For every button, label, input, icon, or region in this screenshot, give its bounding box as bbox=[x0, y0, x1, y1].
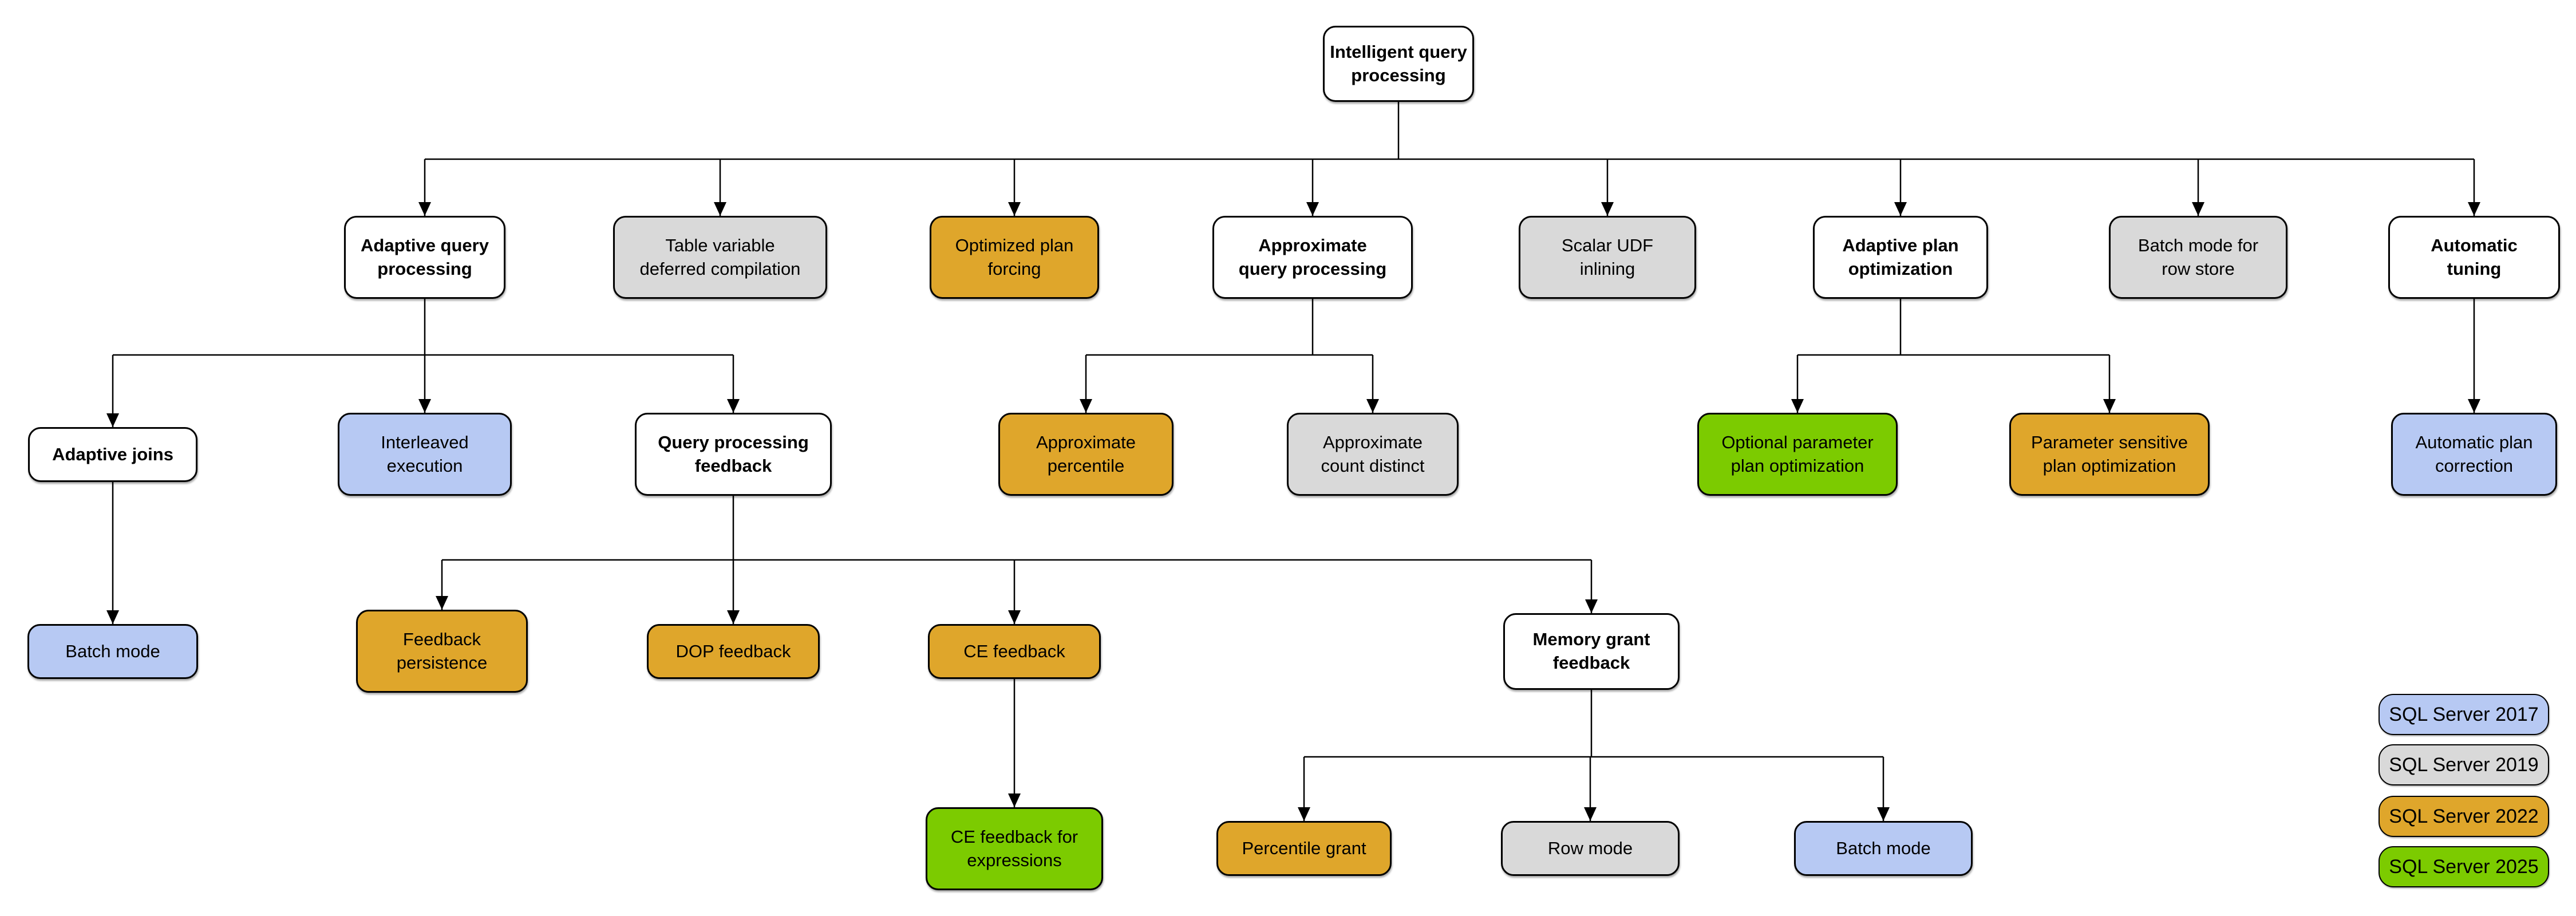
node-adaptive-joins: Adaptive joins bbox=[28, 427, 197, 482]
arrowhead-icon bbox=[418, 399, 431, 413]
arrowhead-icon bbox=[418, 202, 431, 216]
arrowhead-icon bbox=[1894, 202, 1907, 216]
arrowhead-icon bbox=[2468, 202, 2480, 216]
arrowhead-icon bbox=[1008, 610, 1021, 624]
arrowhead-icon bbox=[1584, 807, 1597, 821]
arrowhead-icon bbox=[2103, 399, 2116, 413]
arrowhead-icon bbox=[714, 202, 726, 216]
arrowhead-icon bbox=[1008, 793, 1021, 807]
arrowhead-icon bbox=[1298, 807, 1310, 821]
node-parameter-sensitive-plan-optimization: Parameter sensitive plan optimization bbox=[2009, 413, 2210, 496]
node-adaptive-plan-optimization: Adaptive plan optimization bbox=[1813, 216, 1988, 299]
node-ce-feedback-for-expressions: CE feedback for expressions bbox=[926, 807, 1103, 890]
arrowhead-icon bbox=[2192, 202, 2204, 216]
node-approximate-count-distinct: Approximate count distinct bbox=[1287, 413, 1459, 496]
node-memory-grant-feedback: Memory grant feedback bbox=[1503, 613, 1680, 690]
arrowhead-icon bbox=[2468, 399, 2480, 413]
node-optimized-plan-forcing: Optimized plan forcing bbox=[930, 216, 1099, 299]
arrowhead-icon bbox=[727, 610, 740, 624]
arrowhead-icon bbox=[1366, 399, 1379, 413]
node-batch-mode-adaptive-joins: Batch mode bbox=[27, 624, 198, 679]
node-dop-feedback: DOP feedback bbox=[647, 624, 820, 679]
node-adaptive-query-processing: Adaptive query processing bbox=[344, 216, 505, 299]
node-automatic-tuning: Automatic tuning bbox=[2388, 216, 2560, 299]
arrowhead-icon bbox=[1585, 599, 1598, 613]
legend-item-sql-server-2019: SQL Server 2019 bbox=[2379, 744, 2549, 785]
arrowhead-icon bbox=[106, 413, 119, 427]
node-table-variable-deferred-compilation: Table variable deferred compilation bbox=[613, 216, 827, 299]
legend-item-sql-server-2017: SQL Server 2017 bbox=[2379, 694, 2549, 735]
node-automatic-plan-correction: Automatic plan correction bbox=[2391, 413, 2557, 496]
node-scalar-udf-inlining: Scalar UDF inlining bbox=[1519, 216, 1696, 299]
arrowhead-icon bbox=[1008, 202, 1021, 216]
node-approximate-percentile: Approximate percentile bbox=[998, 413, 1174, 496]
arrowhead-icon bbox=[1791, 399, 1804, 413]
node-batch-mode-memory-grant: Batch mode bbox=[1794, 821, 1973, 876]
arrowhead-icon bbox=[1306, 202, 1319, 216]
node-row-mode: Row mode bbox=[1501, 821, 1680, 876]
node-batch-mode-for-row-store: Batch mode for row store bbox=[2109, 216, 2287, 299]
node-feedback-persistence: Feedback persistence bbox=[356, 610, 528, 693]
node-percentile-grant: Percentile grant bbox=[1216, 821, 1392, 876]
legend-item-sql-server-2025: SQL Server 2025 bbox=[2379, 846, 2549, 887]
node-optional-parameter-plan-optimization: Optional parameter plan optimization bbox=[1697, 413, 1898, 496]
node-interleaved-execution: Interleaved execution bbox=[338, 413, 512, 496]
legend-item-sql-server-2022: SQL Server 2022 bbox=[2379, 796, 2549, 837]
arrowhead-icon bbox=[727, 399, 740, 413]
arrowhead-icon bbox=[1080, 399, 1092, 413]
arrowhead-icon bbox=[1877, 807, 1890, 821]
arrowhead-icon bbox=[1601, 202, 1614, 216]
arrowhead-icon bbox=[106, 610, 119, 624]
node-intelligent-query-processing: Intelligent query processing bbox=[1323, 26, 1474, 102]
node-approximate-query-processing: Approximate query processing bbox=[1212, 216, 1413, 299]
arrowhead-icon bbox=[436, 596, 448, 610]
node-query-processing-feedback: Query processing feedback bbox=[635, 413, 832, 496]
node-ce-feedback: CE feedback bbox=[928, 624, 1101, 679]
